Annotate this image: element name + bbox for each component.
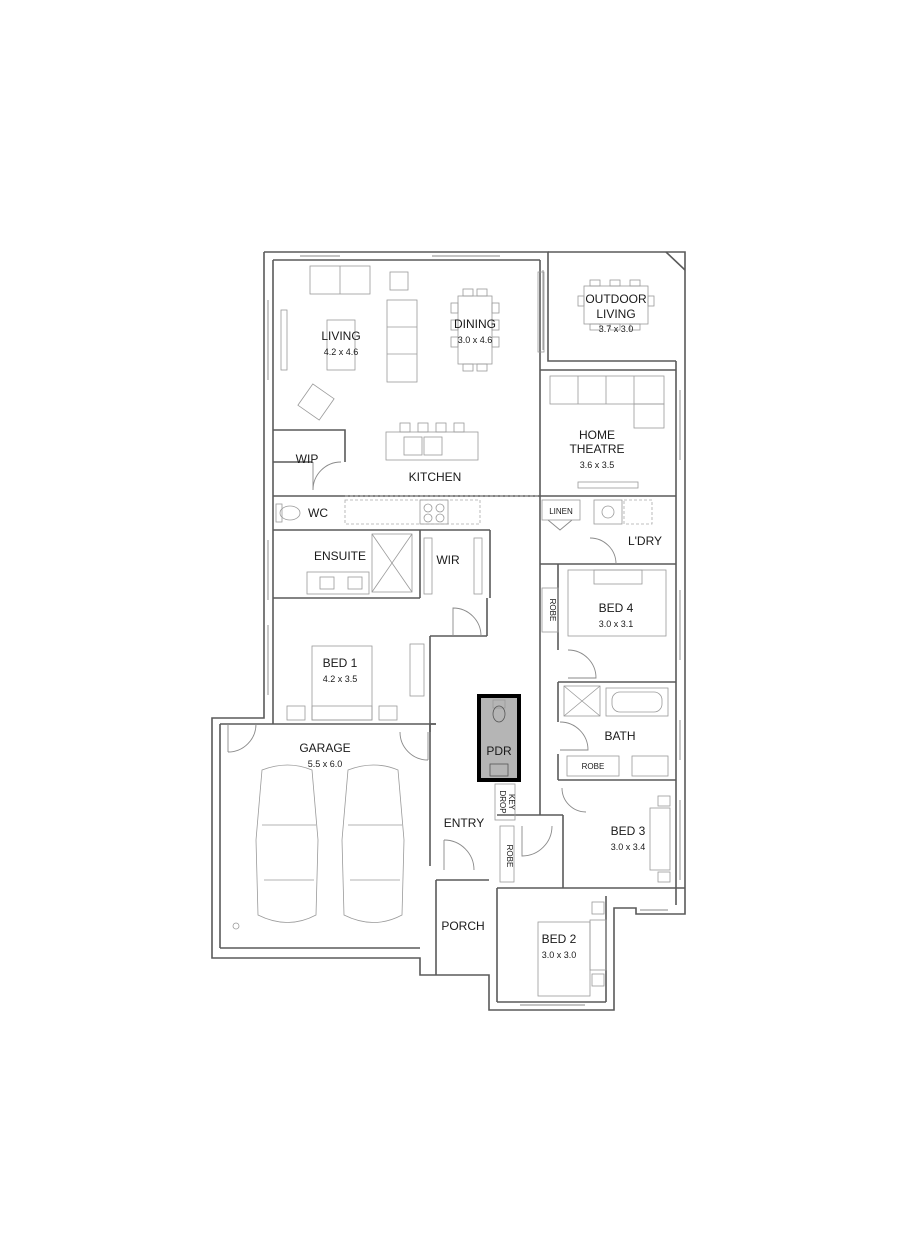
door-swings [227, 461, 617, 871]
bath-robe-label: ROBE [582, 762, 605, 771]
outdoor-living-label-2: LIVING [596, 307, 635, 321]
key-drop-label-1: KEY [507, 794, 516, 811]
ensuite-label: ENSUITE [314, 549, 366, 563]
living-dims: 4.2 x 4.6 [324, 347, 359, 357]
living-label: LIVING [321, 329, 360, 343]
bed4-dims: 3.0 x 3.1 [599, 619, 634, 629]
bed2-label: BED 2 [542, 932, 577, 946]
room-labels: OUTDOOR LIVING 3.7 x 3.0 LIVING 4.2 x 4.… [296, 292, 662, 960]
porch-label: PORCH [441, 919, 484, 933]
bed3-label: BED 3 [611, 824, 646, 838]
wc-label: WC [308, 506, 328, 520]
outer-walls [211, 251, 686, 1011]
kitchen-label: KITCHEN [409, 470, 462, 484]
bed1-label: BED 1 [323, 656, 358, 670]
entry-robe-label: ROBE [505, 845, 514, 868]
wir-label: WIR [436, 553, 460, 567]
outdoor-living-label-1: OUTDOOR [585, 292, 647, 306]
bed1-dims: 4.2 x 3.5 [323, 674, 358, 684]
furniture [232, 265, 671, 997]
bed4-robe-label: ROBE [548, 599, 557, 622]
entry-label: ENTRY [444, 816, 484, 830]
windows [267, 255, 681, 1006]
bed3-dims: 3.0 x 3.4 [611, 842, 646, 852]
pdr-room [477, 694, 521, 821]
bath-label: BATH [604, 729, 635, 743]
linen-label: LINEN [549, 507, 573, 516]
outdoor-living-dims: 3.7 x 3.0 [599, 324, 634, 334]
home-theatre-label-1: HOME [579, 428, 615, 442]
pdr-label: PDR [486, 744, 512, 758]
bed4-label: BED 4 [599, 601, 634, 615]
laundry-label: L'DRY [628, 534, 662, 548]
bed2-dims: 3.0 x 3.0 [542, 950, 577, 960]
key-drop-label-2: DROP [498, 790, 507, 813]
interior-walls [273, 260, 685, 1003]
home-theatre-label-2: THEATRE [569, 442, 624, 456]
wip-label: WIP [296, 452, 319, 466]
garage-dims: 5.5 x 6.0 [308, 759, 343, 769]
dining-dims: 3.0 x 4.6 [458, 335, 493, 345]
home-theatre-dims: 3.6 x 3.5 [580, 460, 615, 470]
garage-label: GARAGE [299, 741, 350, 755]
dining-label: DINING [454, 317, 496, 331]
